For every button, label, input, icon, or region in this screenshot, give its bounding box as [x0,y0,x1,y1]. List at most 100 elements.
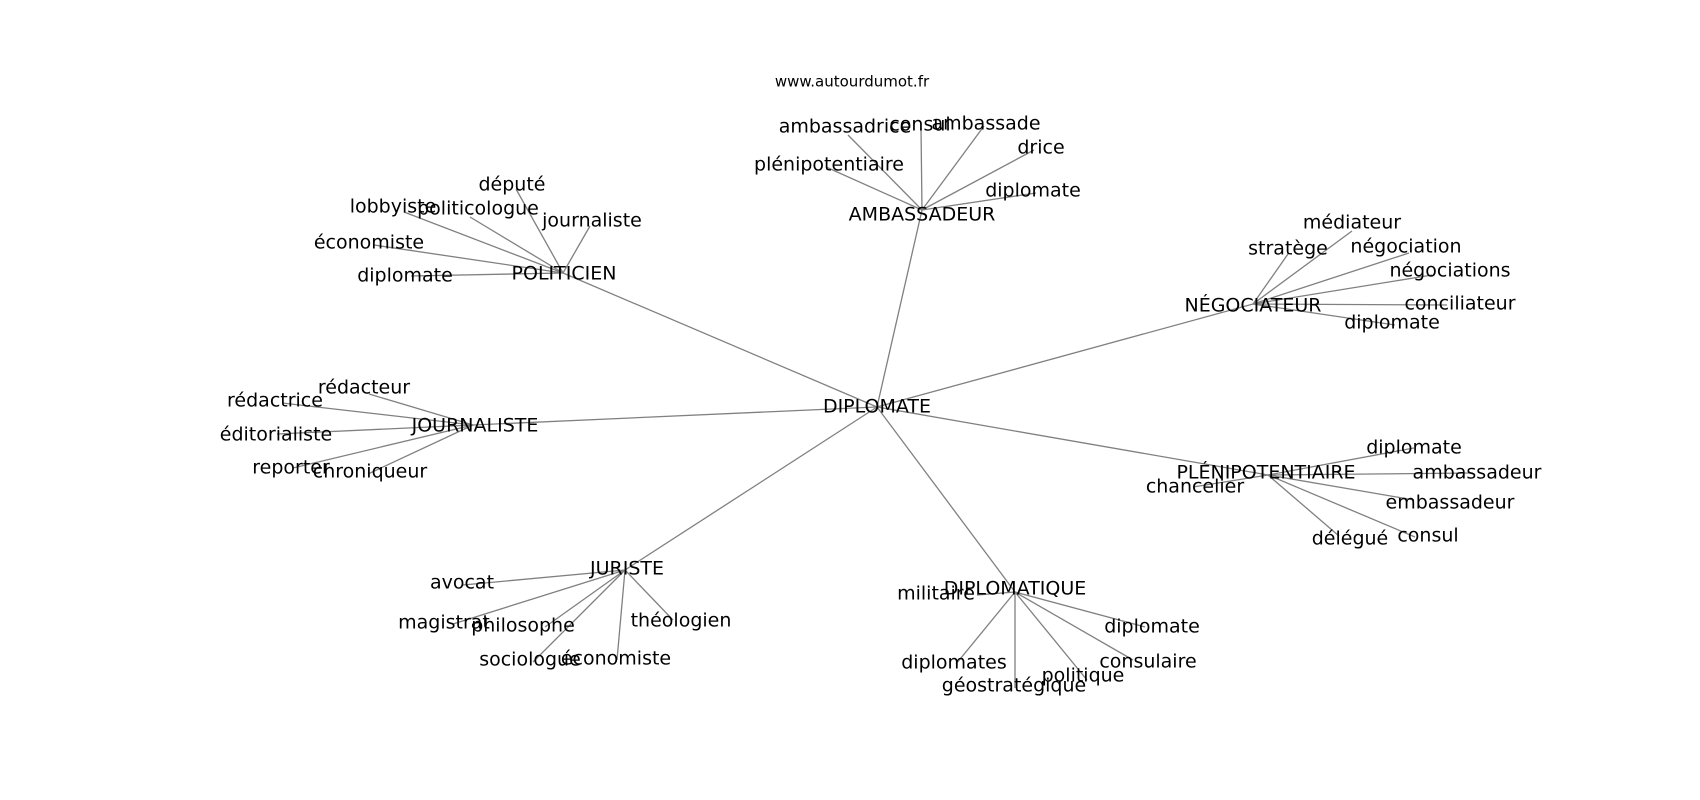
edge-juriste-philosophe [544,569,626,628]
leaf-node-ambassadeur-diplomate: diplomate [985,180,1081,202]
leaf-node-politicien-lobbyiste: lobbyiste [350,196,437,218]
edge-center-negociateur [876,303,1254,408]
edge-ambassadeur-ambassade [921,125,985,211]
edge-politicien-lobbyiste [403,211,564,274]
leaf-node-juriste-philosophe: philosophe [471,615,575,637]
leaf-node-politicien-economiste: économiste [314,232,424,254]
edge-negociateur-negociations [1252,274,1433,305]
leaf-node-plenipotentiaire-diplomate: diplomate [1366,437,1462,459]
leaf-node-negociateur-mediateur: médiateur [1303,212,1401,234]
source-website-label: www.autourdumot.fr [775,73,930,91]
edge-plenipotentiaire-delegue [1267,474,1340,537]
leaf-node-diplomatique-diplomates: diplomates [901,652,1007,674]
edge-center-journaliste [472,406,878,426]
edge-plenipotentiaire-diplomate [1267,447,1415,476]
edge-juriste-sociologue [532,569,626,663]
leaf-node-diplomatique-militaire: militaire [897,583,975,605]
leaf-node-politicien-journaliste: journaliste [541,210,642,232]
hub-node-plenipotentiaire: PLÉNIPOTENTIAIRE [1176,461,1355,484]
leaf-node-politicien-politicologue: politicologue [417,198,539,220]
leaf-node-negociateur-diplomate: diplomate [1344,312,1440,334]
edge-journaliste-editorialiste [276,424,474,435]
leaf-node-diplomatique-diplomate: diplomate [1104,616,1200,638]
hub-node-journaliste: JOURNALISTE [411,415,539,437]
edge-center-juriste [624,406,878,571]
edge-negociateur-diplomate [1252,303,1396,326]
leaf-node-diplomatique-politique: politique [1042,665,1125,687]
leaf-node-politicien-diplomate: diplomate [357,265,453,287]
edge-journaliste-reporter [292,424,474,469]
leaf-node-ambassadeur-ambassade: ambassade [931,113,1040,135]
edge-journaliste-chroniqueur [367,424,474,475]
edge-politicien-depute [515,188,564,274]
edge-diplomatique-consulaire [1014,591,1134,661]
edge-juriste-theologien [624,569,674,621]
edge-ambassadeur-plenipotentiaire [825,166,923,211]
edge-negociateur-conciliateur [1252,303,1448,306]
edge-juriste-avocat [462,569,626,586]
edge-juriste-magistrat [452,569,626,625]
edge-center-diplomatique [876,406,1016,593]
edge-negociateur-negociation [1252,252,1410,305]
hub-node-juriste: JURISTE [589,558,664,580]
leaf-node-plenipotentiaire-consul: consul [1397,525,1458,547]
edge-negociateur-mediateur [1252,230,1353,305]
edge-plenipotentiaire-embassadeur [1267,474,1415,501]
edge-diplomatique-diplomate [1014,591,1146,628]
leaf-node-juriste-magistrat: magistrat [398,612,490,634]
edge-center-plenipotentiaire [876,406,1269,476]
graph-edges [276,125,1474,688]
center-node-label: DIPLOMATE [823,396,931,418]
leaf-node-ambassadeur-consul: consul [889,114,950,136]
hub-node-ambassadeur: AMBASSADEUR [849,204,996,226]
leaf-node-ambassadeur-ambassadrice: ambassadrice [779,116,912,138]
leaf-node-plenipotentiaire-ambassadeur: ambassadeur [1413,462,1542,484]
leaf-node-juriste-sociologue: sociologue [479,649,581,671]
edge-ambassadeur-ambassadrice [847,134,923,211]
edge-diplomatique-militaire [976,591,1016,596]
leaf-node-juriste-avocat: avocat [430,572,494,594]
edge-politicien-diplomate [410,272,564,277]
edge-plenipotentiaire-ambassadeur [1267,472,1474,476]
leaf-node-juriste-theologien: théologien [631,610,732,632]
edge-journaliste-redacteur [368,393,474,426]
hub-node-politicien: POLITICIEN [512,263,617,285]
edge-ambassadeur-diplomate [921,192,1037,211]
leaf-node-negociateur-stratege: stratège [1248,238,1328,260]
edge-plenipotentiaire-chancelier [1192,474,1269,488]
edge-ambassadeur-drice [921,149,1035,211]
leaf-node-ambassadeur-plenipotentiaire: plénipotentiaire [754,154,904,176]
leaf-node-plenipotentiaire-delegue: délégué [1312,528,1389,550]
edge-center-politicien [562,272,878,408]
leaf-node-plenipotentiaire-chancelier: chancelier [1146,476,1245,498]
edge-diplomatique-diplomates [955,591,1016,665]
edge-diplomatique-politique [1014,591,1088,681]
edge-journaliste-redactrice [281,402,474,426]
edge-juriste-economiste [616,569,626,661]
leaf-node-journaliste-redactrice: rédactrice [227,390,323,412]
leaf-node-diplomatique-consulaire: consulaire [1099,651,1196,673]
hub-node-negociateur: NÉGOCIATEUR [1184,294,1321,317]
edge-ambassadeur-consul [920,127,923,211]
leaf-node-journaliste-editorialiste: éditorialiste [220,424,332,446]
edge-politicien-journaliste [562,225,591,274]
leaf-node-negociateur-negociations: négociations [1389,260,1510,282]
edge-politicien-politicologue [469,216,564,274]
leaf-node-journaliste-chroniqueur: chroniqueur [313,461,428,483]
graph-nodes: DIPLOMATEAMBASSADEURambassadriceconsulam… [220,113,1542,697]
edge-politicien-economiste [373,244,564,274]
leaf-node-juriste-economiste: économiste [561,648,671,670]
edge-plenipotentiaire-consul [1267,474,1416,538]
leaf-node-plenipotentiaire-embassadeur: embassadeur [1386,492,1515,514]
leaf-node-negociateur-conciliateur: conciliateur [1404,293,1515,315]
edge-center-ambassadeur [876,209,923,408]
leaf-node-ambassadeur-drice: drice [1017,137,1064,159]
leaf-node-journaliste-redacteur: rédacteur [318,377,410,399]
leaf-node-politicien-depute: député [479,174,546,196]
hub-node-diplomatique: DIPLOMATIQUE [944,578,1087,600]
leaf-node-journaliste-reporter: reporter [252,457,330,479]
leaf-node-diplomatique-geostrategique: géostratégique [942,675,1086,697]
edge-negociateur-stratege [1252,253,1289,305]
leaf-node-negociateur-negociation: négociation [1350,236,1461,258]
